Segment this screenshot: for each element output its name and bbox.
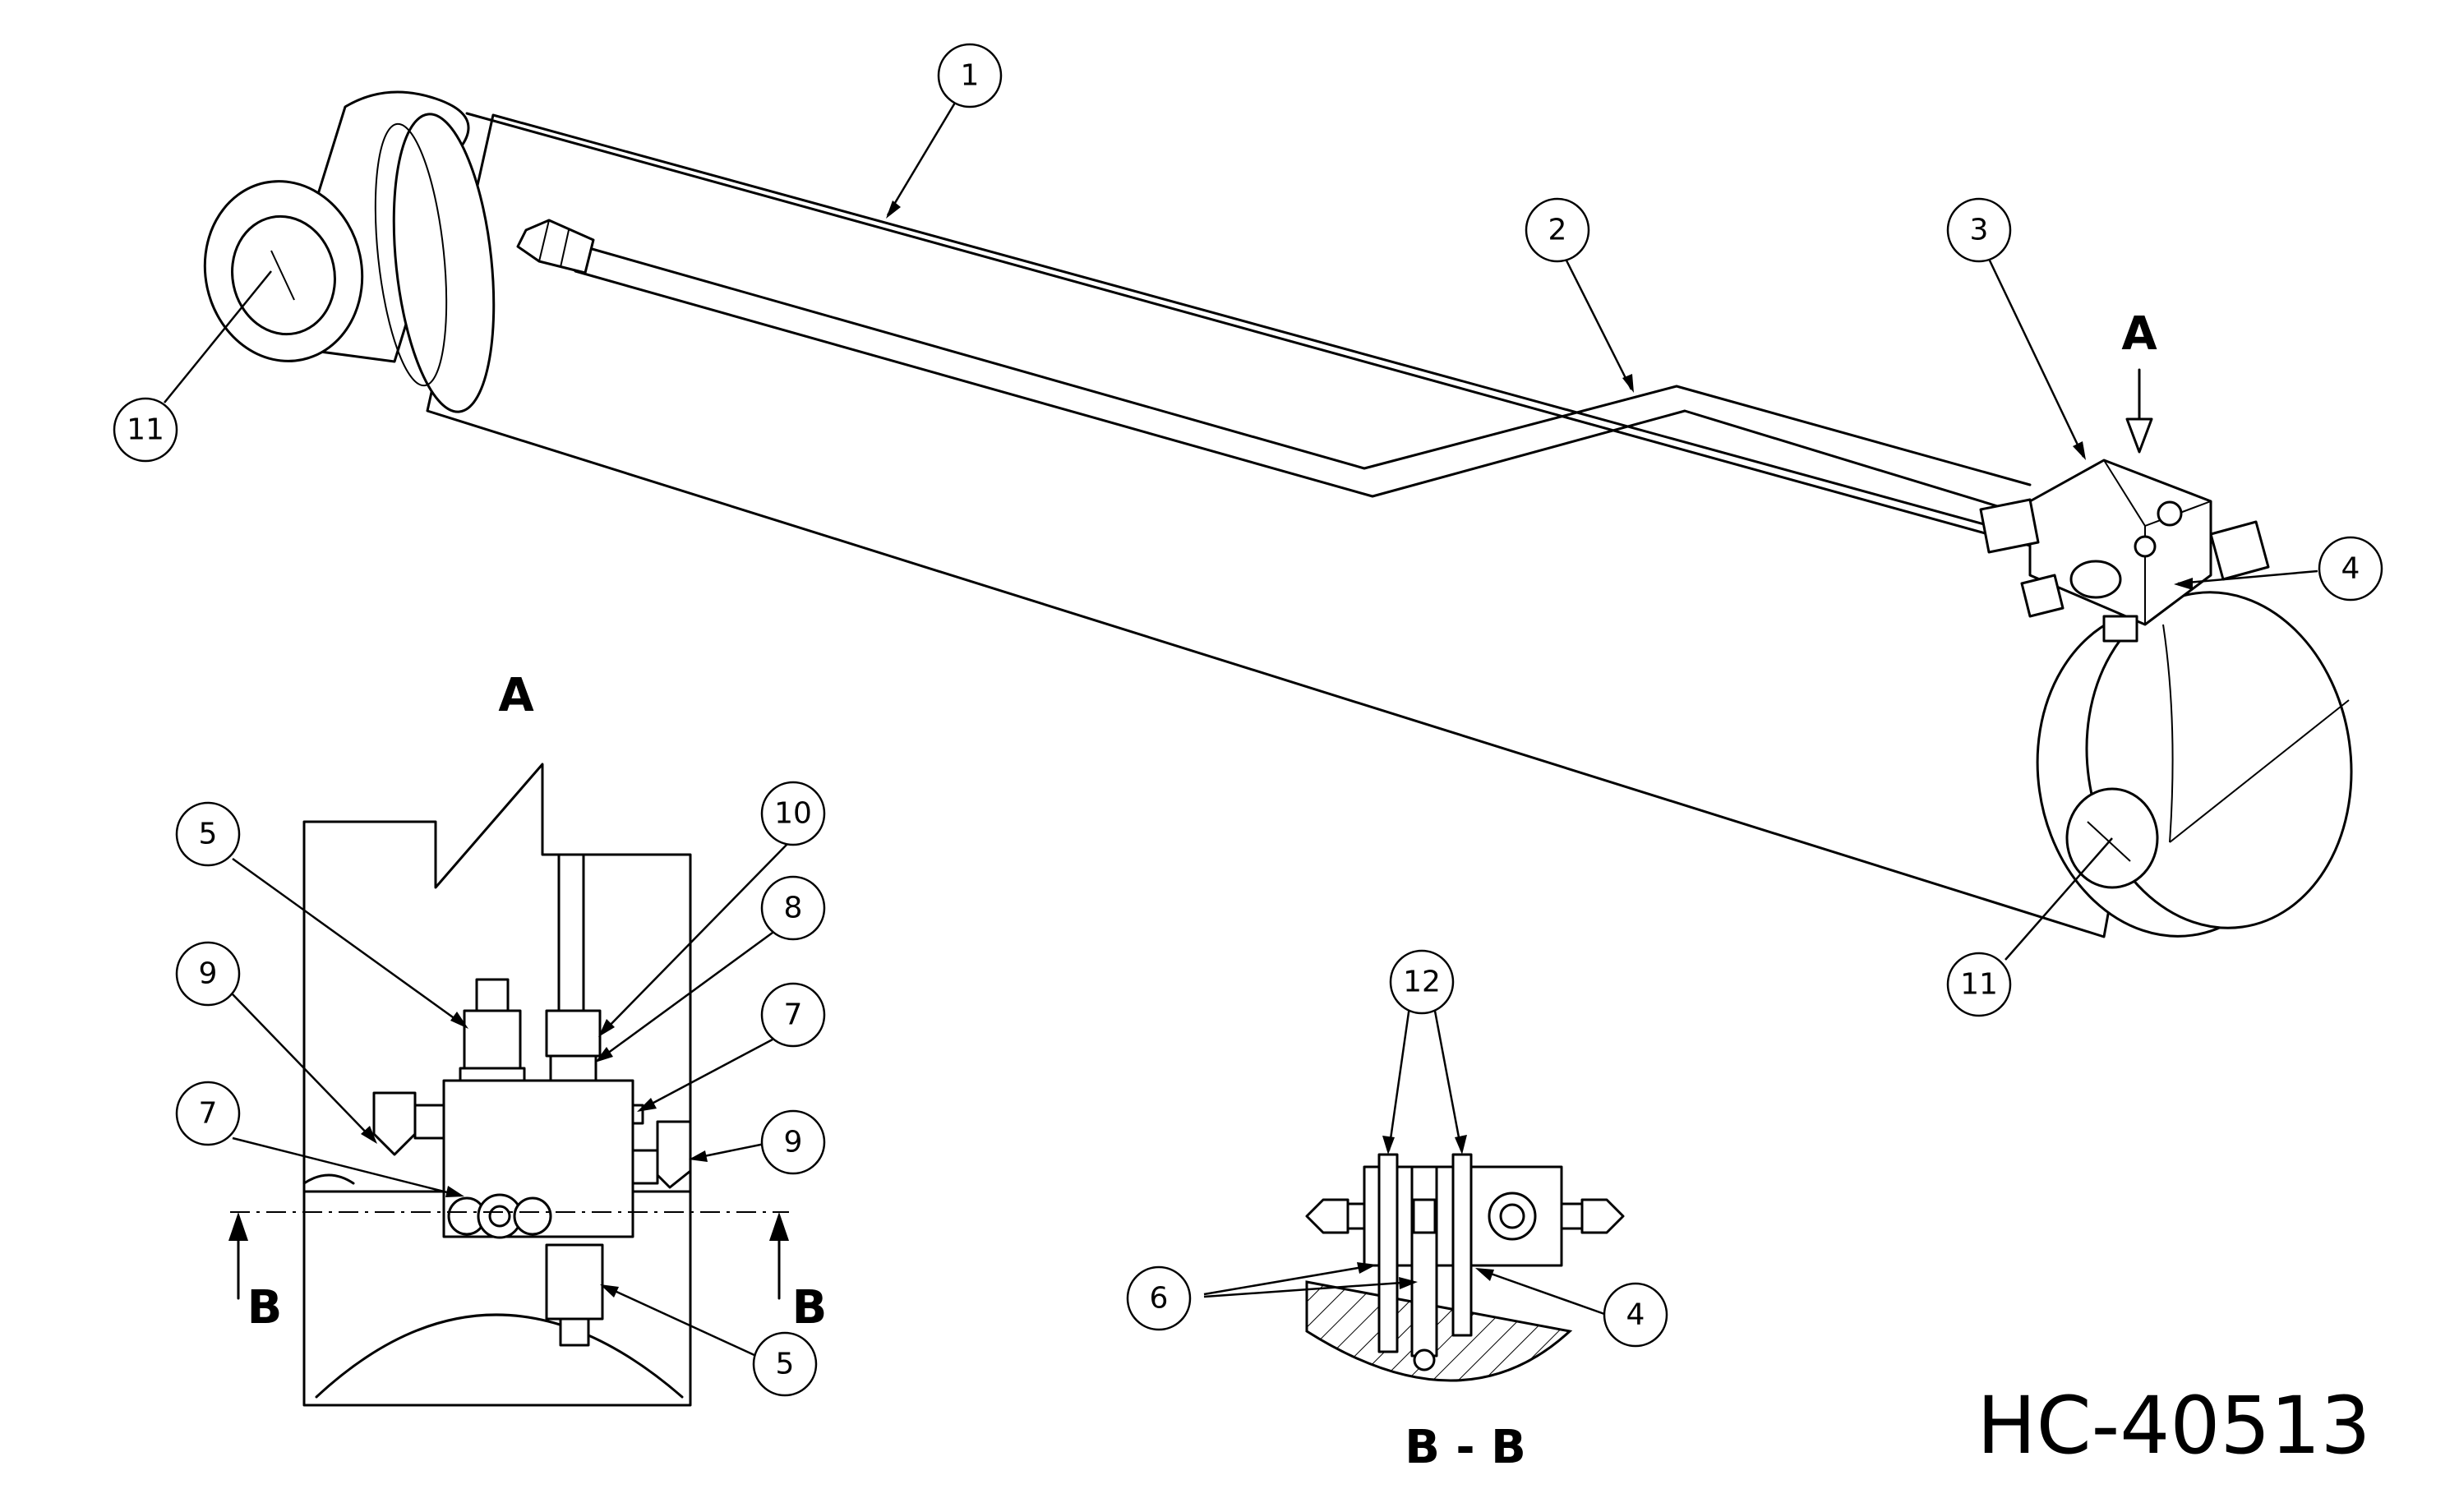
balloon-4-main: 4 [2318,536,2383,602]
svg-text:7: 7 [784,998,803,1032]
balloon-12: 12 [1389,949,1455,1015]
balloon-9-left: 9 [175,941,241,1007]
svg-text:3: 3 [1970,214,1989,247]
balloon-2: 2 [1525,197,1590,263]
balloon-6: 6 [1126,1265,1192,1331]
front-end-cap [2036,591,2353,938]
balloon-5-bottom: 5 [752,1331,818,1397]
svg-text:12: 12 [1403,966,1441,999]
balloon-8: 8 [760,875,826,941]
svg-text:4: 4 [2341,552,2360,586]
section-b-b-view [1305,1153,1625,1382]
svg-text:2: 2 [1548,214,1567,247]
main-cylinder-view [203,90,2353,938]
svg-text:6: 6 [1150,1282,1169,1316]
balloon-7-right: 7 [760,982,826,1048]
svg-text:9: 9 [784,1126,803,1159]
section-marker-b-right: B [792,1281,828,1335]
balloon-3: 3 [1946,197,2012,263]
balloon-11-right: 11 [1946,952,2012,1017]
svg-text:11: 11 [1960,968,1998,1002]
part-number: HC-40513 [1977,1380,2370,1472]
view-arrow-label-a: A [2121,307,2157,361]
balloon-11-left: 11 [113,397,178,463]
balloon-10: 10 [760,781,826,846]
cylinder-barrel [374,112,2171,938]
leader-lines [164,94,2318,1358]
svg-text:7: 7 [199,1097,218,1131]
detail-view-label-a: A [498,669,534,722]
svg-text:5: 5 [776,1348,795,1381]
svg-text:4: 4 [1626,1298,1645,1332]
balloon-9-right: 9 [760,1109,826,1175]
hydraulic-tube [516,219,2032,515]
detail-view-a [228,763,789,1407]
section-marker-b-left: B [247,1281,283,1335]
svg-text:5: 5 [199,818,218,851]
balloon-7-left: 7 [175,1081,241,1146]
svg-text:8: 8 [784,892,803,925]
section-title-b-b: B - B [1405,1421,1526,1474]
counterbalance-valve-block [1979,459,2270,643]
svg-text:1: 1 [961,59,980,93]
balloon-1: 1 [937,43,1003,108]
svg-text:10: 10 [774,797,812,831]
balloon-4-section: 4 [1603,1282,1668,1348]
balloon-5-top: 5 [175,801,241,867]
svg-text:11: 11 [127,413,164,447]
svg-text:9: 9 [199,957,218,991]
